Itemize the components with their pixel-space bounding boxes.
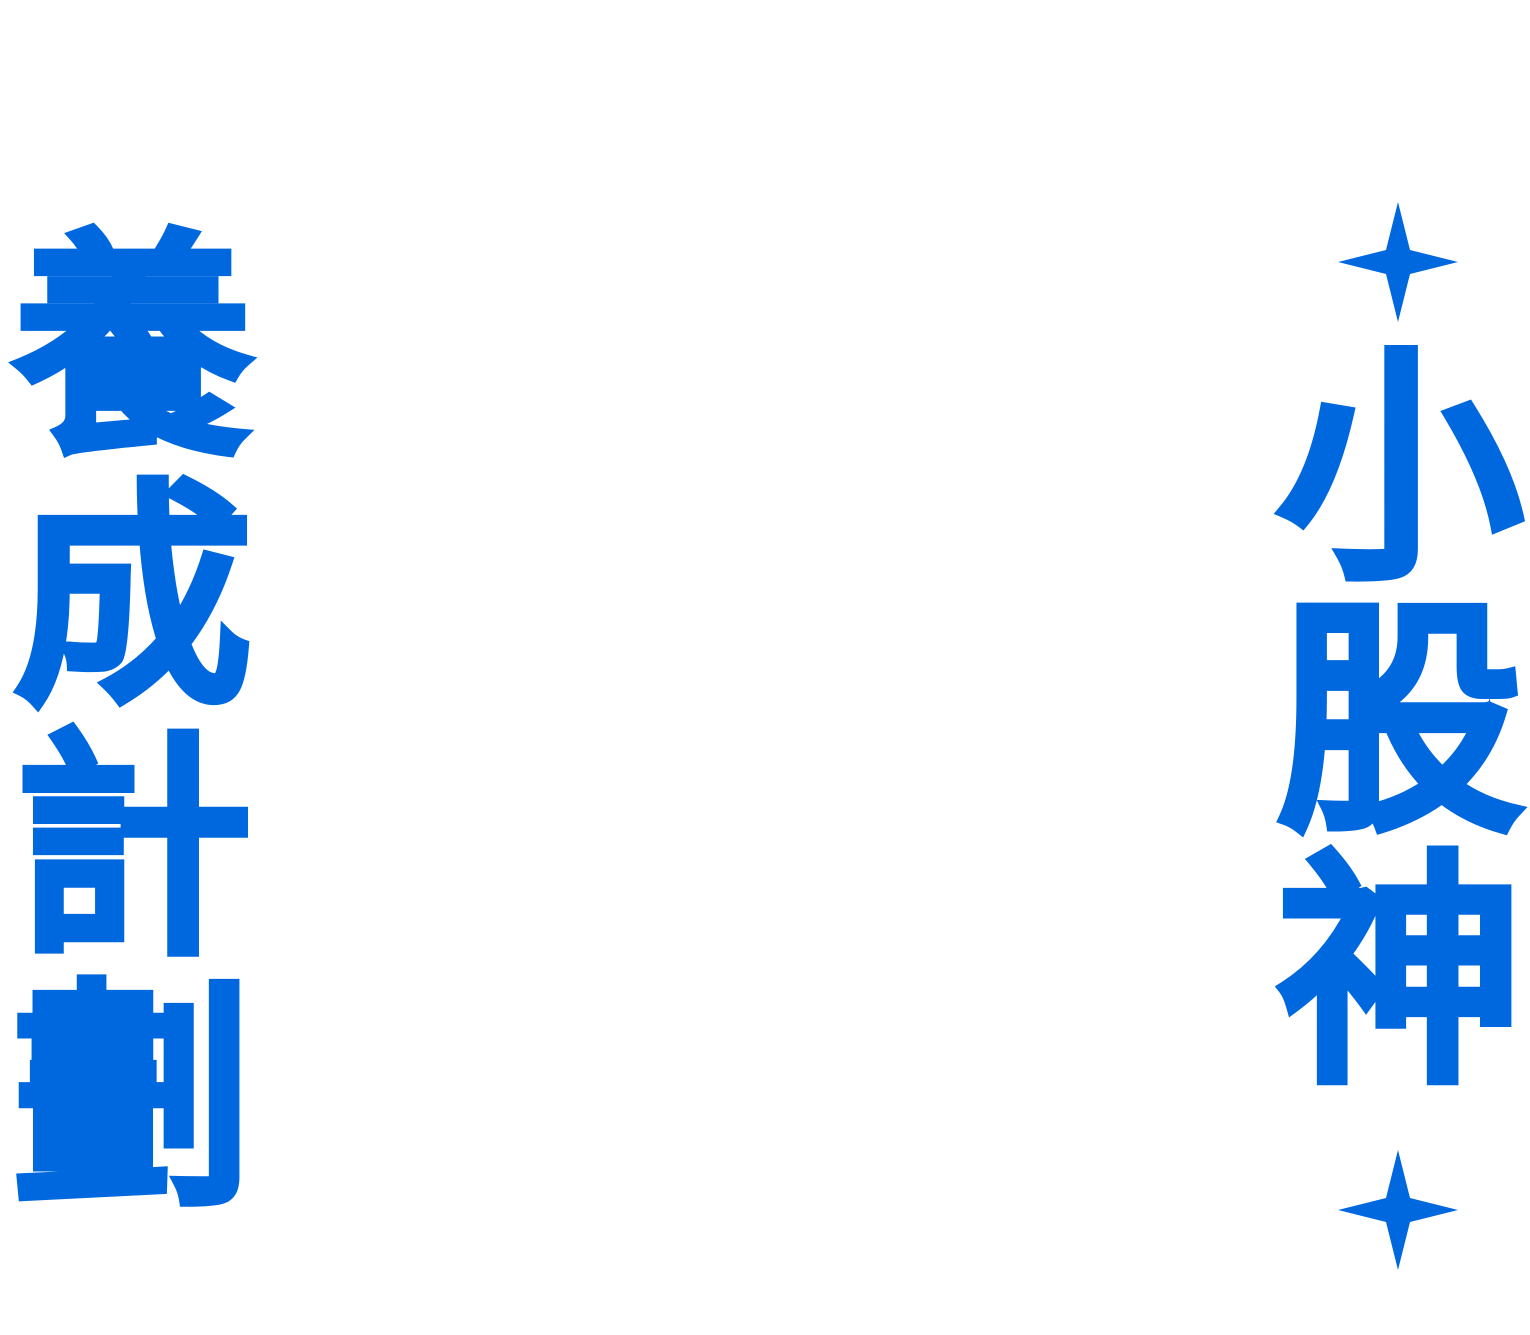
- right-title-char-2: 股: [1274, 580, 1526, 866]
- right-title-char-3: 神: [1274, 832, 1526, 1118]
- sparkle-icon: [1338, 202, 1458, 322]
- left-title-char-1: 養: [11, 211, 255, 488]
- left-title-char-2: 成: [11, 461, 255, 738]
- right-title-char-1: 小: [1274, 328, 1526, 614]
- left-title-char-4: 劃: [11, 961, 255, 1238]
- left-title-char-3: 計: [11, 711, 255, 988]
- sparkle-icon: [1338, 1150, 1458, 1270]
- right-vertical-title: 小 股 神: [1274, 328, 1526, 1118]
- left-vertical-title: 養 成 計 劃: [11, 211, 255, 1238]
